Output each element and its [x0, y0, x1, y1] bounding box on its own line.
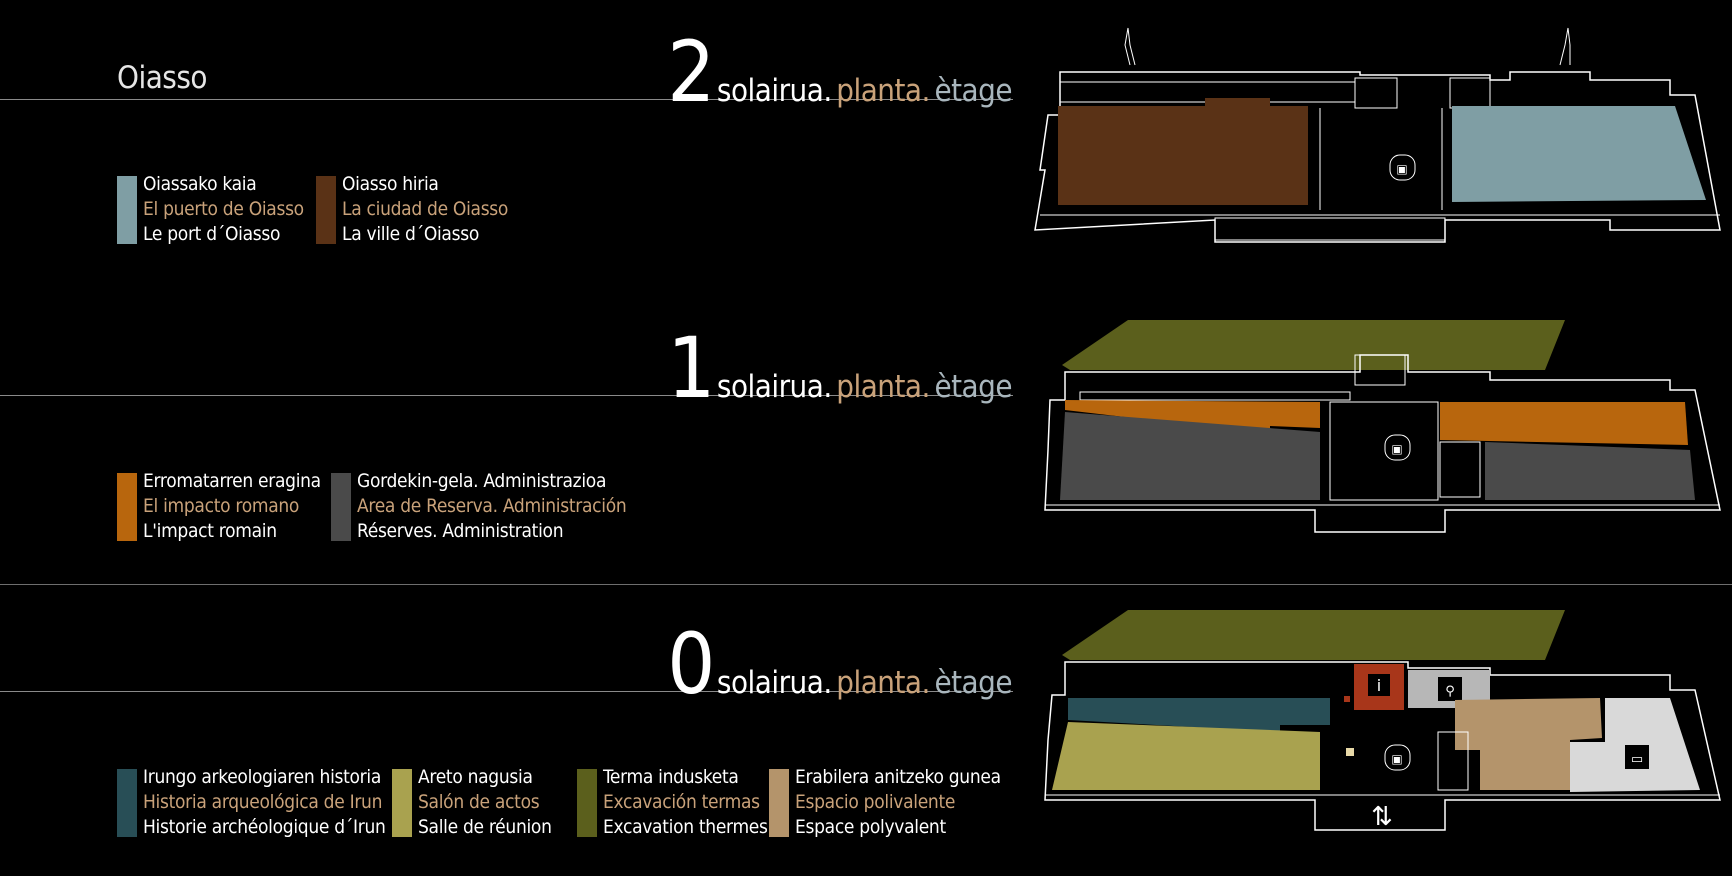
floor-word-etage: ètage	[934, 73, 1012, 109]
legend-label-es: Area de Reserva. Administración	[357, 495, 627, 517]
floor-2-plan: ▣	[1034, 27, 1721, 243]
legend-label-eu: Erromatarren eragina	[143, 470, 321, 492]
floor-0-plan: i ⚲ ▭ ▣ ⇅	[1044, 610, 1721, 832]
legend-label-fr: Excavation thermes	[603, 816, 768, 838]
info-icon: i	[1377, 676, 1381, 695]
legend-label-es: El impacto romano	[143, 495, 300, 517]
toilets-icon: ⚲	[1445, 684, 1455, 699]
floor-1-plan: ▣	[1044, 320, 1721, 533]
divider-floor-0	[0, 691, 1013, 692]
legend-label-fr: Salle de réunion	[418, 816, 552, 838]
area-thermes-1	[1062, 320, 1565, 370]
floor-number: 2	[667, 23, 715, 121]
legend-label-fr: Le port d´Oiasso	[143, 223, 281, 245]
floor-word-etage: ètage	[934, 369, 1012, 405]
legend-swatch	[117, 473, 137, 541]
legend-label-eu: Oiasso hiria	[342, 173, 439, 195]
legend-swatch	[392, 769, 412, 837]
floor-2-heading: 2 solairua. planta. ètage	[667, 30, 1012, 114]
legend-label-eu: Erabilera anitzeko gunea	[795, 766, 1001, 788]
area-roman-left	[1065, 400, 1320, 434]
area-city	[1058, 106, 1308, 205]
lift-icon: ▣	[1391, 752, 1402, 766]
legend-swatch	[117, 769, 137, 837]
divider-section	[0, 584, 1732, 585]
floor-word-solairua: solairua.	[716, 73, 832, 109]
floor-word-solairua: solairua.	[716, 369, 832, 405]
cafe-icon: ▭	[1631, 752, 1643, 767]
legend-label-fr: Réserves. Administration	[357, 520, 564, 542]
floor-number: 0	[667, 615, 715, 713]
floor-word-etage: ètage	[934, 665, 1012, 701]
legend-label-fr: Historie archéologique d´Irun	[143, 816, 386, 838]
legend-label-eu: Terma indusketa	[603, 766, 739, 788]
area-reserve-left	[1060, 412, 1320, 500]
divider-floor-2	[0, 99, 1013, 100]
lift-icon: ▣	[1391, 442, 1402, 456]
lift-icon: ▣	[1396, 162, 1407, 176]
entrance-icon: ⇅	[1371, 802, 1393, 832]
area-multi	[1455, 698, 1602, 790]
legend-swatch	[117, 176, 137, 244]
legend-label-es: Excavación termas	[603, 791, 760, 813]
legend-swatch	[331, 473, 351, 541]
floor-number: 1	[667, 319, 715, 417]
area-hall	[1052, 722, 1320, 790]
legend-label-eu: Irungo arkeologiaren historia	[143, 766, 382, 788]
legend-swatch	[316, 176, 336, 244]
page-title: Oiasso	[117, 60, 207, 96]
floor-word-solairua: solairua.	[716, 665, 832, 701]
divider-floor-1	[0, 395, 1013, 396]
legend-label-es: La ciudad de Oiasso	[342, 198, 509, 220]
legend-swatch	[769, 769, 789, 837]
area-port	[1452, 106, 1706, 202]
floor-word-planta: planta.	[836, 665, 930, 701]
floor-word-planta: planta.	[836, 369, 930, 405]
legend-label-eu: Areto nagusia	[418, 766, 533, 788]
legend-label-es: Espacio polivalente	[795, 791, 956, 813]
area-roman-right	[1440, 402, 1688, 445]
legend-label-eu: Gordekin-gela. Administrazioa	[357, 470, 607, 492]
legend-label-eu: Oiassako kaia	[143, 173, 257, 195]
area-city-window	[1205, 98, 1270, 106]
legend-swatch	[577, 769, 597, 837]
floor-1-heading: 1 solairua. planta. ètage	[667, 326, 1012, 410]
legend-label-es: El puerto de Oiasso	[143, 198, 304, 220]
legend-label-es: Historia arqueológica de Irun	[143, 791, 383, 813]
legend-label-fr: Espace polyvalent	[795, 816, 946, 838]
floor-word-planta: planta.	[836, 73, 930, 109]
area-history	[1068, 698, 1330, 732]
area-reserve-right	[1485, 442, 1695, 500]
legend-label-fr: La ville d´Oiasso	[342, 223, 479, 245]
legend-label-fr: L'impact romain	[143, 520, 277, 542]
area-thermes-0	[1062, 610, 1565, 660]
legend-label-es: Salón de actos	[418, 791, 540, 813]
floor-0-heading: 0 solairua. planta. ètage	[667, 622, 1012, 706]
